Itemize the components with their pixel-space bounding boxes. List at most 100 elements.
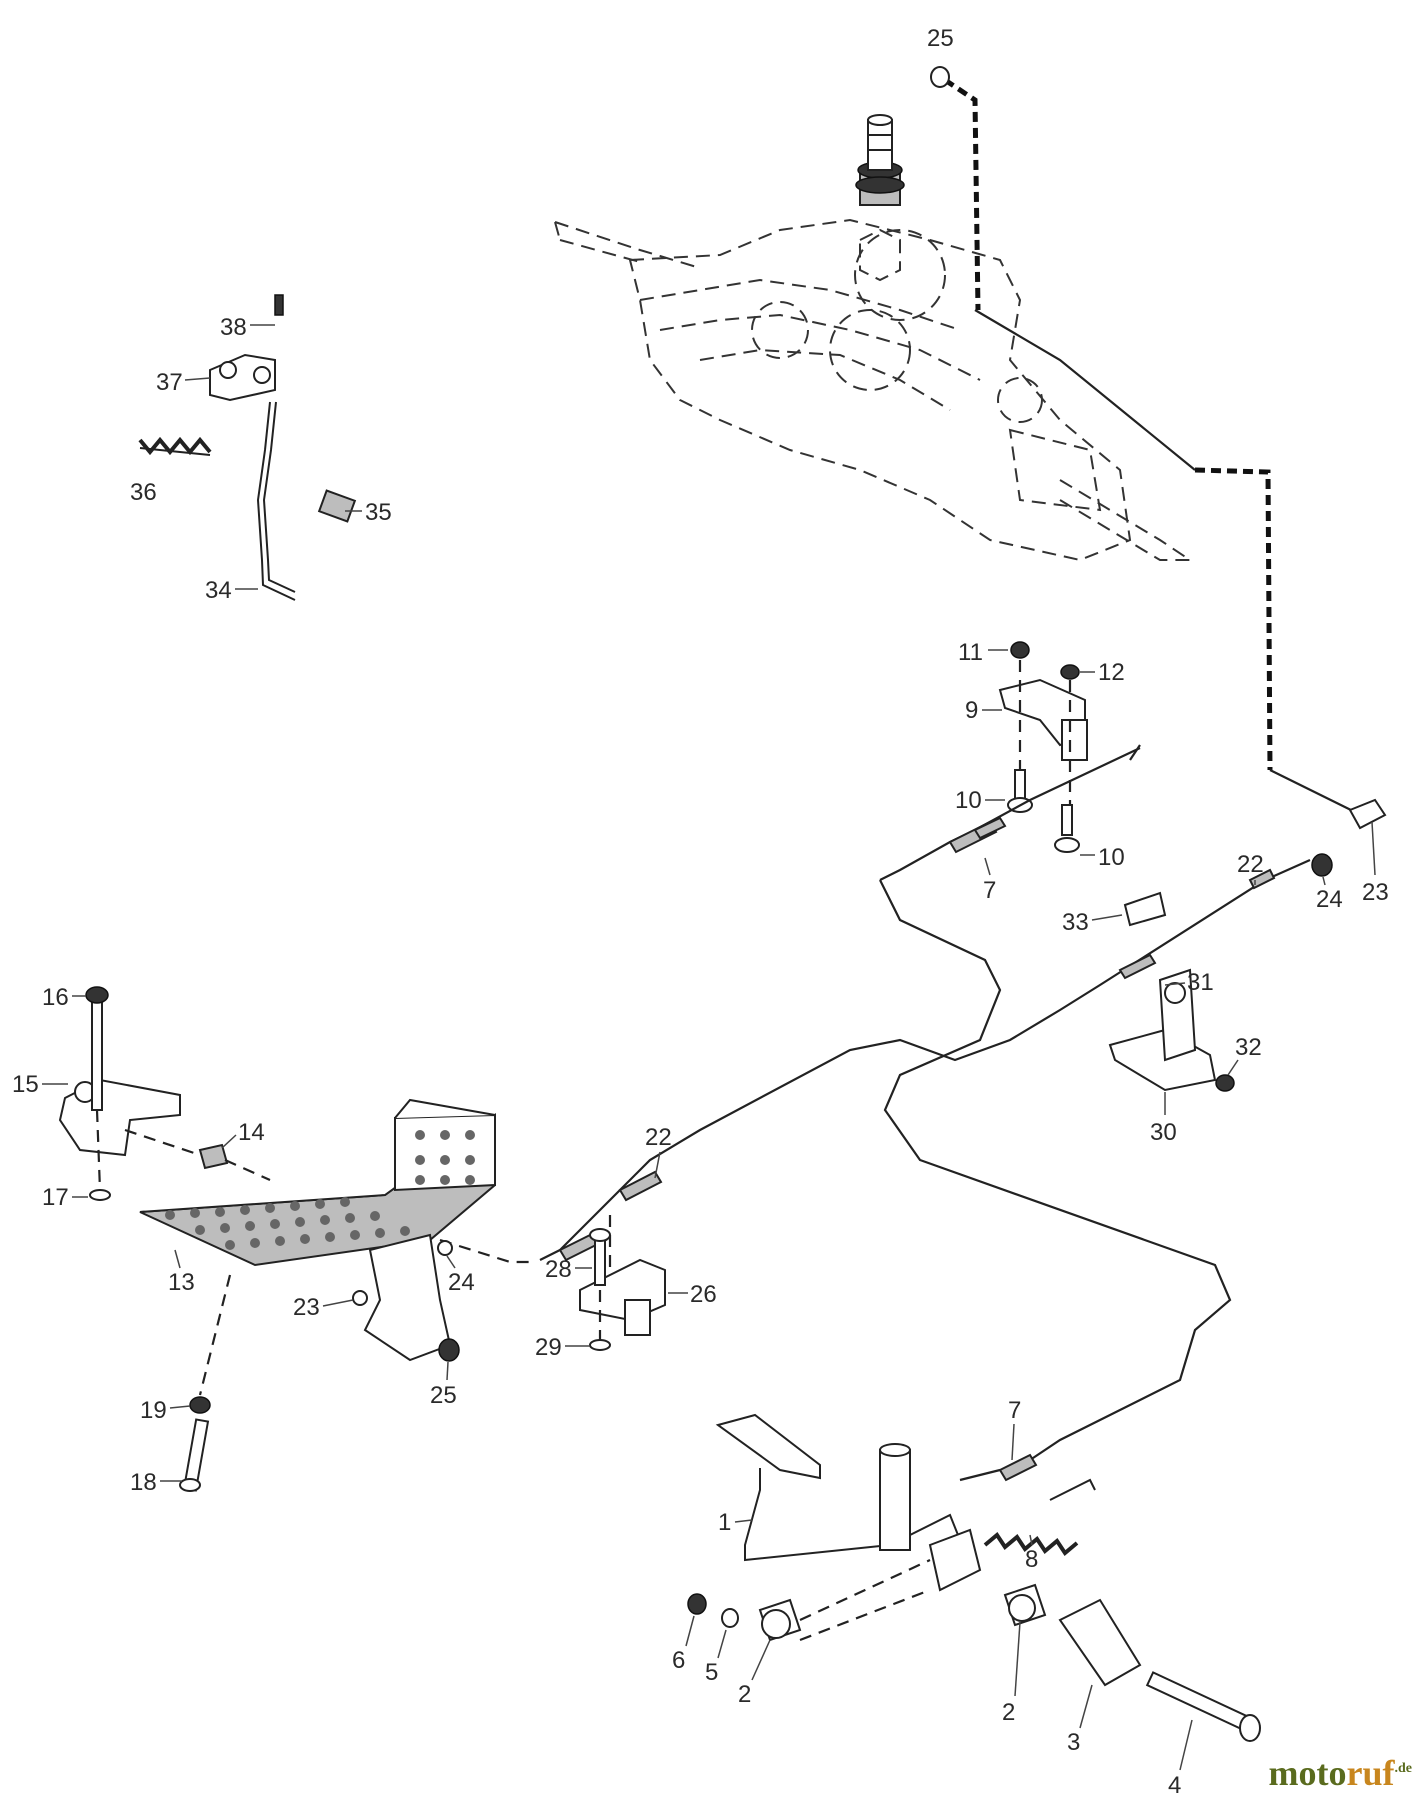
hinge-bracket-15 (58, 986, 271, 1492)
callout-2-left: 2 (738, 1639, 771, 1708)
callout-text: 33 (1062, 909, 1089, 936)
callout-32: 32 (1227, 1034, 1262, 1076)
callout-7-bottom: 7 (1008, 1397, 1021, 1461)
callout-text: 30 (1150, 1119, 1177, 1146)
callout-23-right: 23 (1362, 821, 1389, 906)
brake-cable-7 (879, 744, 1232, 1482)
callout-1: 1 (718, 1509, 753, 1536)
callout-text: 10 (1098, 844, 1125, 871)
callout-text: 1 (718, 1509, 731, 1536)
callout-15: 15 (12, 1071, 68, 1098)
callout-text: 34 (205, 577, 232, 604)
callout-24-right: 24 (1316, 876, 1343, 913)
callout-33: 33 (1062, 909, 1123, 936)
callout-text: 9 (965, 697, 978, 724)
callout-9: 9 (965, 697, 1002, 724)
callout-text: 7 (983, 877, 996, 904)
callout-text: 2 (1002, 1699, 1015, 1726)
brake-pedal-1 (687, 1413, 1261, 1742)
callout-10-left: 10 (955, 787, 1005, 814)
callout-13: 13 (168, 1249, 195, 1296)
callout-text: 23 (293, 1294, 320, 1321)
callout-text: 24 (448, 1269, 475, 1296)
callout-23-left: 23 (293, 1294, 354, 1321)
callout-text: 16 (42, 984, 69, 1011)
callout-text: 26 (690, 1281, 717, 1308)
callout-22-right: 22 (1237, 851, 1264, 885)
transaxle-assembly (554, 114, 1191, 562)
callout-12: 12 (1080, 659, 1125, 686)
brand-part-1: moto (1268, 1753, 1347, 1793)
callout-text: 18 (130, 1469, 157, 1496)
callout-34: 34 (205, 577, 258, 604)
callout-14: 14 (221, 1119, 265, 1149)
callout-text: 36 (130, 479, 157, 506)
callout-text: 37 (156, 369, 183, 396)
footrest-plate-13 (139, 1098, 496, 1396)
callout-17: 17 (42, 1184, 88, 1211)
callout-text: 7 (1008, 1397, 1021, 1424)
callout-4: 4 (1168, 1719, 1193, 1799)
callout-26: 26 (668, 1281, 717, 1308)
callout-text: 35 (365, 499, 392, 526)
callout-text: 19 (140, 1397, 167, 1424)
callout-text: 22 (645, 1124, 672, 1151)
callout-text: 23 (1362, 879, 1389, 906)
transaxle-linkage (930, 66, 1356, 813)
brand-watermark: motoruf.de (1269, 1752, 1412, 1794)
callout-29: 29 (535, 1334, 590, 1361)
callout-2-right: 2 (1002, 1621, 1021, 1726)
callout-text: 17 (42, 1184, 69, 1211)
callout-text: 8 (1025, 1546, 1038, 1573)
callout-25-bottom: 25 (430, 1361, 457, 1409)
callout-text: 24 (1316, 886, 1343, 913)
callout-text: 14 (238, 1119, 265, 1146)
callout-37: 37 (156, 369, 211, 396)
callout-18: 18 (130, 1469, 182, 1496)
callout-text: 25 (430, 1382, 457, 1409)
callout-text: 31 (1187, 969, 1214, 996)
callout-22-mid: 22 (645, 1124, 672, 1179)
callout-7-top: 7 (983, 857, 996, 904)
callout-text: 5 (705, 1659, 718, 1686)
callout-text: 25 (927, 25, 954, 52)
callout-text: 28 (545, 1256, 572, 1283)
callout-25-top: 25 (927, 25, 954, 52)
callout-11: 11 (958, 639, 1008, 666)
control-cable-22 (559, 798, 1387, 1251)
callout-8: 8 (1025, 1534, 1038, 1573)
callout-28: 28 (545, 1256, 592, 1283)
callout-3: 3 (1067, 1684, 1093, 1756)
callout-text: 13 (168, 1269, 195, 1296)
callout-38: 38 (220, 314, 275, 341)
callout-text: 12 (1098, 659, 1125, 686)
brand-part-2: ruf (1346, 1753, 1395, 1793)
lever-assembly (138, 294, 357, 601)
callout-36: 36 (130, 479, 157, 506)
brand-suffix: .de (1394, 1761, 1413, 1776)
callout-31: 31 (1164, 969, 1214, 996)
callout-10-right: 10 (1080, 844, 1125, 871)
callout-text: 6 (672, 1647, 685, 1674)
callout-labels: 25 38 37 36 35 34 11 12 9 10 10 7 22 23 … (12, 25, 1389, 1799)
callout-24-left: 24 (446, 1255, 475, 1296)
callout-6: 6 (672, 1615, 695, 1674)
callout-text: 29 (535, 1334, 562, 1361)
callout-16: 16 (42, 984, 86, 1011)
callout-30: 30 (1150, 1092, 1177, 1146)
callout-text: 3 (1067, 1729, 1080, 1756)
callout-text: 2 (738, 1681, 751, 1708)
callout-35: 35 (345, 499, 392, 526)
callout-text: 22 (1237, 851, 1264, 878)
callout-text: 4 (1168, 1772, 1181, 1799)
callout-19: 19 (140, 1397, 191, 1424)
callout-text: 10 (955, 787, 982, 814)
callout-5: 5 (705, 1629, 727, 1686)
callout-text: 38 (220, 314, 247, 341)
callout-text: 15 (12, 1071, 39, 1098)
cable-bracket-9 (998, 641, 1088, 853)
bracket-26 (579, 1228, 666, 1351)
callout-text: 11 (958, 639, 983, 666)
callout-text: 32 (1235, 1034, 1262, 1061)
